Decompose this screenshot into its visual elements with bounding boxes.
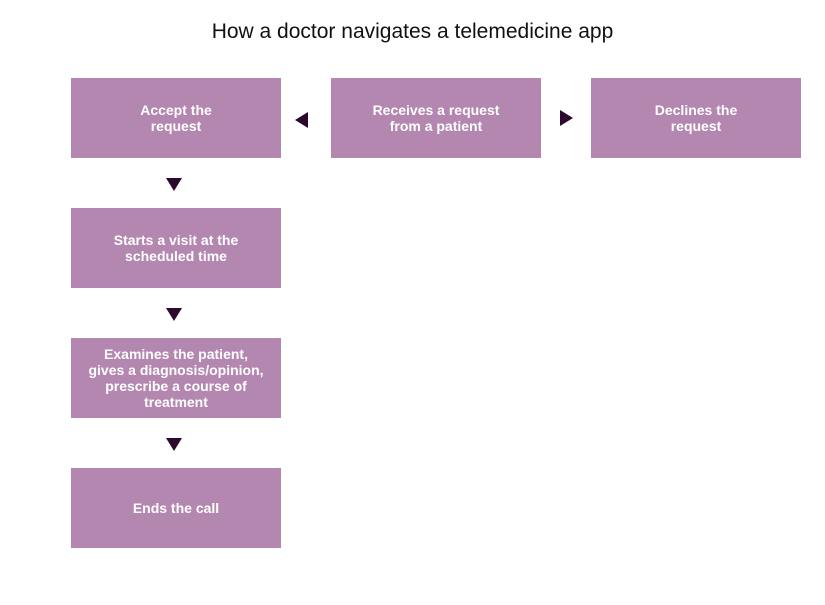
node-accept-request-label: Accept the request — [140, 102, 212, 134]
arrow-down-icon — [166, 438, 182, 451]
node-examines-patient: Examines the patient, gives a diagnosis/… — [71, 338, 281, 418]
node-ends-call: Ends the call — [71, 468, 281, 548]
node-receives-request-label: Receives a request from a patient — [372, 102, 500, 134]
node-starts-visit-label: Starts a visit at the scheduled time — [113, 232, 239, 264]
node-starts-visit: Starts a visit at the scheduled time — [71, 208, 281, 288]
diagram-title: How a doctor navigates a telemedicine ap… — [211, 20, 614, 43]
node-accept-request: Accept the request — [71, 78, 281, 158]
arrow-down-icon — [166, 308, 182, 321]
arrow-down-icon — [166, 178, 182, 191]
node-examines-patient-label: Examines the patient, gives a diagnosis/… — [88, 346, 264, 410]
node-declines-request: Declines the request — [591, 78, 801, 158]
node-receives-request: Receives a request from a patient — [331, 78, 541, 158]
node-ends-call-label: Ends the call — [132, 500, 220, 516]
arrow-right-icon — [560, 110, 573, 126]
node-declines-request-label: Declines the request — [654, 102, 738, 134]
arrow-left-icon — [295, 112, 308, 128]
